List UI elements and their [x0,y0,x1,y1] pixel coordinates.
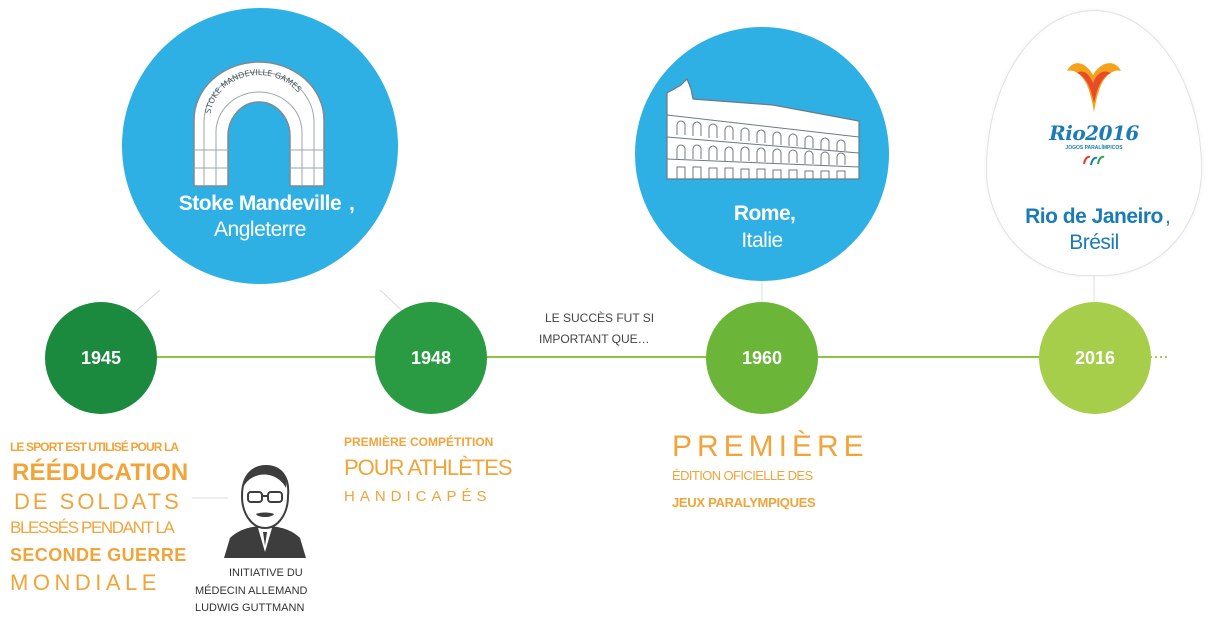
arch-icon: STOKE MANDEVILLE GAMES [193,61,325,187]
comma: , [790,202,796,225]
caption-1945-line2: RÉÉDUCATION [12,459,189,486]
bubble-country: Brésil [1069,231,1119,254]
node-1945: 1945 [45,302,157,414]
caption-1960-line2: ÉDITION OFICIELLE DES [672,468,813,483]
portrait-caption-line3: LUDWIG GUTTMANN [195,602,305,614]
bubble-city: Rio de Janeiro [1025,205,1163,228]
agitos-icon [1083,155,1105,166]
bubble-stoke-mandeville: STOKE MANDEVILLE GAMES Stoke Mandeville … [122,8,398,284]
colosseum-icon [666,77,860,180]
comma: , [1165,205,1171,228]
mid-text-line2: IMPORTANT QUE… [539,332,650,346]
caption-1948-line2: POUR ATHLÈTES [344,455,513,480]
guttmann-portrait-icon [224,464,306,558]
bubble-rome: Rome , Italie [635,27,889,281]
caption-1948-line1: PREMIÈRE COMPÉTITION [344,435,494,449]
node-1948: 1948 [375,302,487,414]
portrait-caption-line2: MÉDECIN ALLEMAND [195,585,308,597]
caption-1960-line3: JEUX PARALYMPIQUES [672,495,816,510]
rio2016-subtitle: JOGOS PARALÍMPICOS [1065,145,1123,151]
bubble-rio: Rio2016 JOGOS PARALÍMPICOS Rio de Janeir… [986,10,1202,276]
caption-1945-line1: LE SPORT EST UTILISÉ POUR LA [10,440,179,454]
caption-1945-line3: DE SOLDATS [14,489,182,514]
bubble-city: Rome [733,202,791,225]
caption-1948-line3: HANDICAPÉS [344,488,492,505]
caption-1960-line1: PREMIÈRE [672,430,869,463]
caption-1945-line6: MONDIALE [10,570,161,595]
portrait-caption-line1: INITIATIVE DU [229,567,303,579]
bubble-city: Stoke Mandeville [178,192,342,215]
comma: , [349,192,355,215]
mid-text-line1: LE SUCCÈS FUT SI [545,311,655,325]
caption-1945-line5: SECONDE GUERRE [10,545,187,565]
rio2016-logo-icon [1067,63,1121,113]
caption-1945-line4: BLESSÉS PENDANT LA [10,518,175,537]
node-1960: 1960 [706,302,818,414]
node-2016: 2016 [1039,302,1151,414]
bubble-country: Angleterre [214,218,306,241]
rio2016-wordmark: Rio2016 [1049,121,1139,145]
bubble-country: Italie [741,229,783,252]
